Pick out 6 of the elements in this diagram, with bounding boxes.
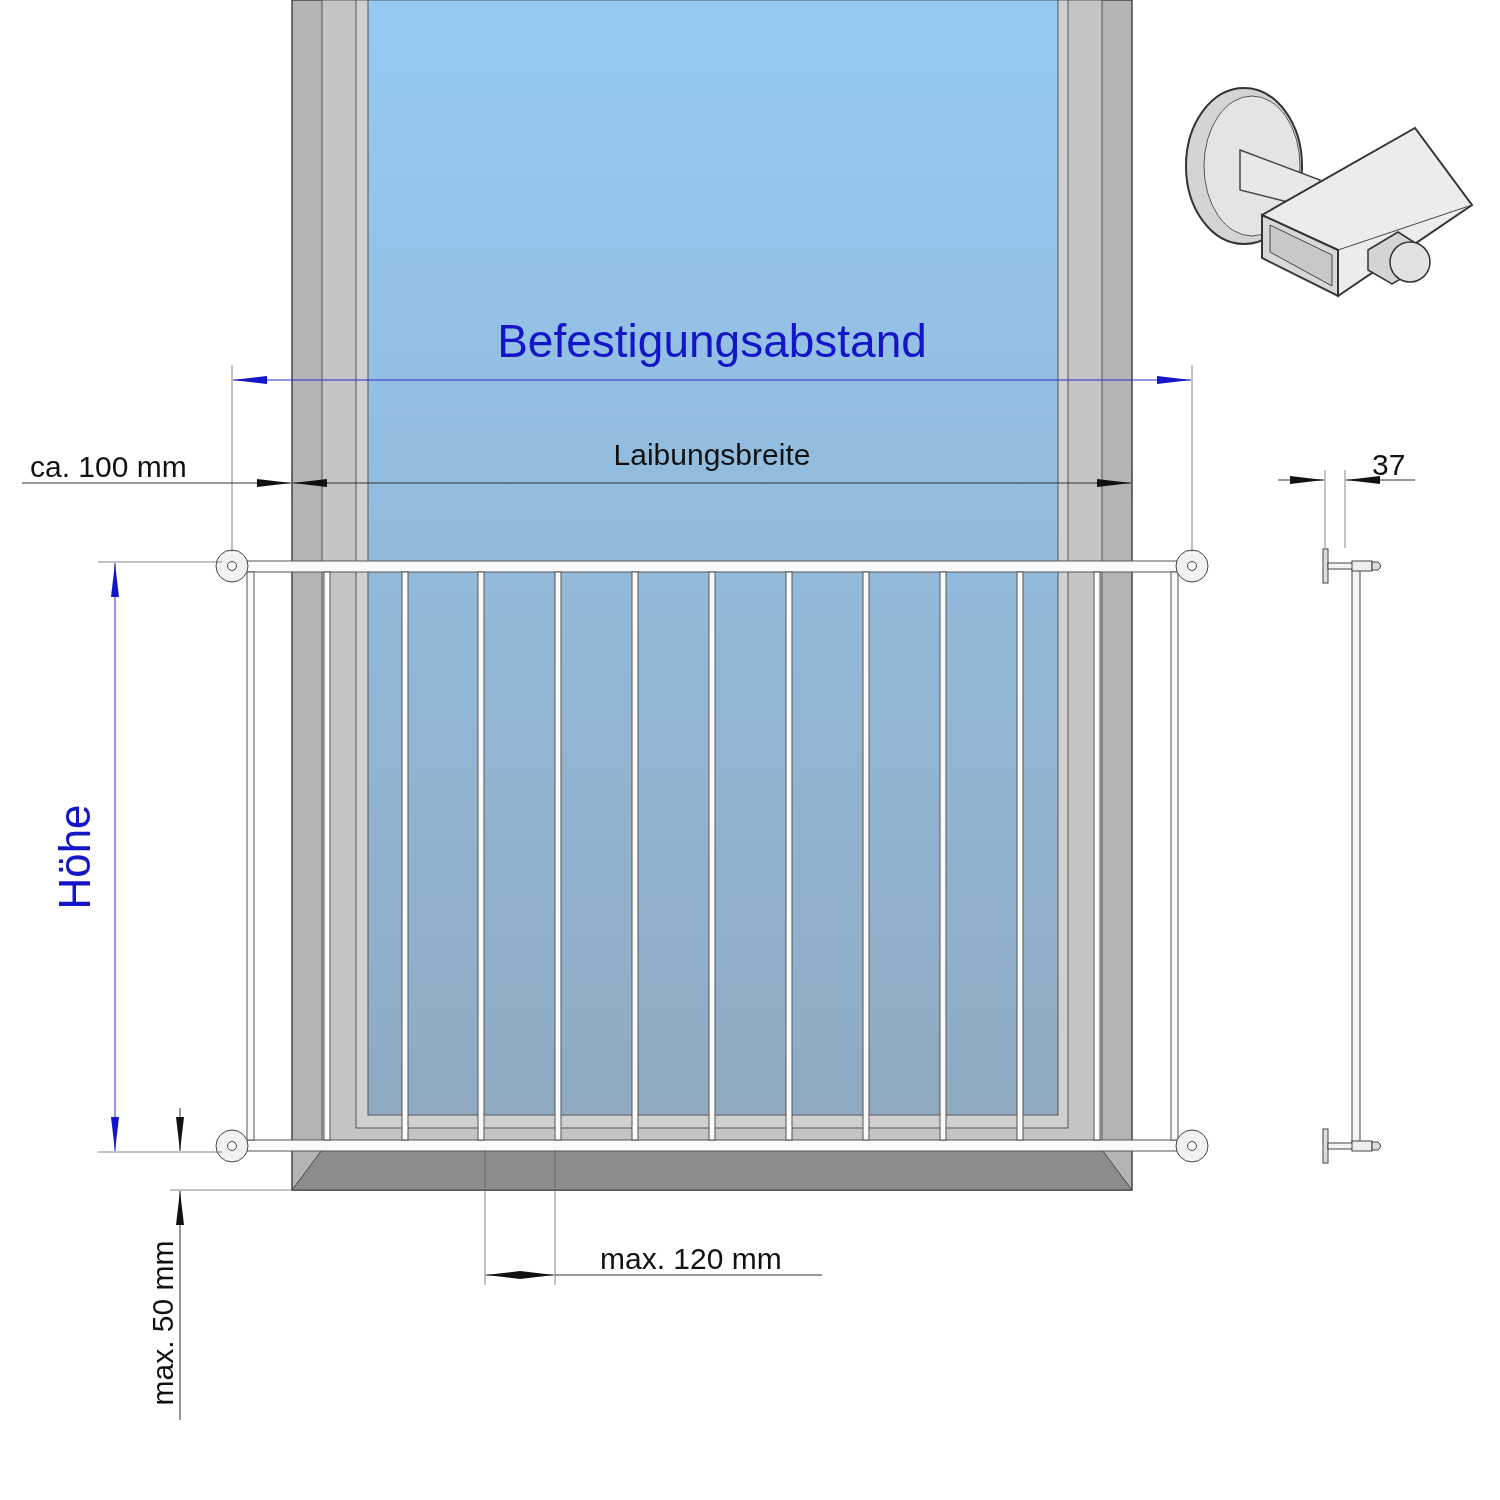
- dimension-label: 37: [1372, 450, 1406, 480]
- dimension-label: ca. 100 mm: [30, 452, 187, 482]
- dimension-label: Laibungsbreite: [613, 440, 811, 470]
- dimension-label: max. 120 mm: [600, 1244, 782, 1274]
- dimension-label: Höhe: [53, 804, 97, 910]
- dimension-label: max. 50 mm: [148, 1240, 178, 1406]
